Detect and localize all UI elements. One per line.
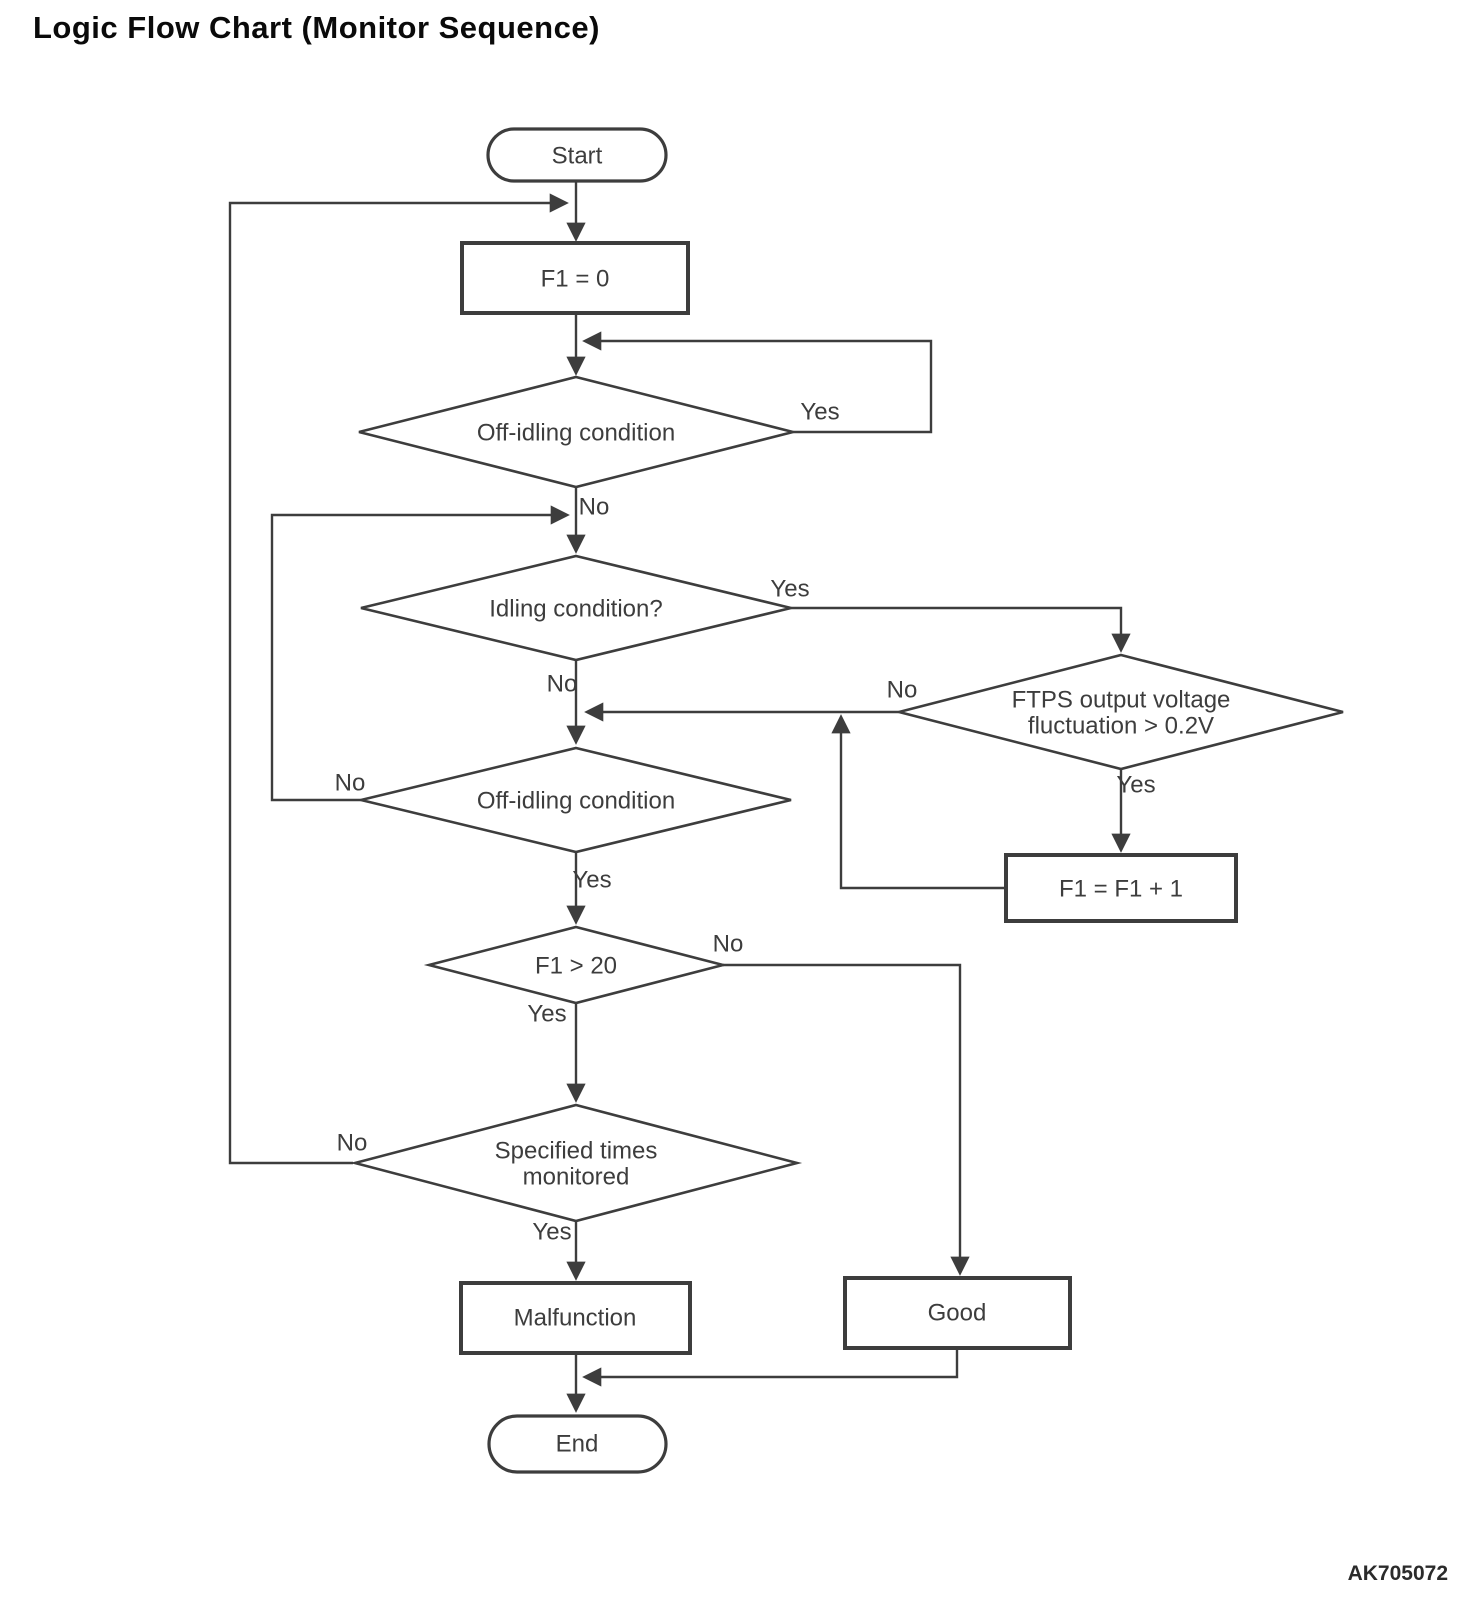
- idling-label: Idling condition?: [489, 596, 662, 623]
- page-title: Logic Flow Chart (Monitor Sequence): [33, 10, 600, 45]
- edge-labels: Yes No Yes No No Yes No Yes No Yes No Ye…: [335, 399, 1156, 1246]
- edge-offidling1-yes-loop: [582, 331, 933, 434]
- specified-times-decision-shape: [349, 1103, 803, 1223]
- edge-label-offidling2-yes: Yes: [572, 867, 611, 894]
- edge-label-specified-yes: Yes: [532, 1219, 571, 1246]
- figure-code: AK705072: [1347, 1562, 1448, 1585]
- edge-label-offidling1-yes: Yes: [800, 399, 839, 426]
- flow-connectors: [228, 181, 1131, 1413]
- edge-label-specified-no: No: [337, 1130, 368, 1157]
- off-idling-1-decision-shape: [358, 375, 794, 489]
- edge-idling-yes: [791, 606, 1131, 653]
- node-off-idling-check-2: Off-idling condition: [360, 746, 792, 854]
- edge-label-offidling2-no: No: [335, 770, 366, 797]
- good-process-shape: [843, 1276, 1072, 1350]
- ftps-decision-shape: [898, 653, 1344, 771]
- good-label: Good: [928, 1300, 987, 1327]
- edge-good-to-end: [582, 1348, 959, 1387]
- edge-label-ftps-no: No: [887, 677, 918, 704]
- edge-label-ftps-yes: Yes: [1116, 772, 1155, 799]
- f1-threshold-label: F1 > 20: [535, 953, 617, 980]
- node-init-f1: F1 = 0: [460, 241, 690, 315]
- start-label: Start: [552, 143, 603, 170]
- end-terminator-shape: [487, 1414, 668, 1474]
- init-f1-label: F1 = 0: [541, 266, 610, 293]
- malfunction-process-shape: [459, 1281, 692, 1355]
- node-ftps-check: FTPS output voltage fluctuation > 0.2V: [898, 653, 1344, 771]
- edge-specified-no-loop: [228, 193, 569, 1165]
- specified-times-label-line1: Specified times: [495, 1138, 658, 1165]
- off-idling-2-label: Off-idling condition: [477, 788, 675, 815]
- edge-increment-return: [831, 714, 1006, 890]
- edge-label-idling-yes: Yes: [770, 576, 809, 603]
- edge-label-offidling1-no: No: [579, 494, 610, 521]
- edge-threshold-no: [723, 963, 970, 1276]
- increment-f1-process-shape: [1004, 853, 1238, 923]
- edge-label-threshold-no: No: [713, 931, 744, 958]
- malfunction-label: Malfunction: [514, 1305, 637, 1332]
- specified-times-label-line2: monitored: [523, 1164, 630, 1191]
- node-start: Start: [486, 127, 668, 183]
- node-good: Good: [843, 1276, 1072, 1350]
- edge-offidling2-no-loop: [270, 505, 570, 802]
- node-increment-f1: F1 = F1 + 1: [1004, 853, 1238, 923]
- ftps-label-line2: fluctuation > 0.2V: [1028, 713, 1214, 740]
- increment-f1-label: F1 = F1 + 1: [1059, 876, 1183, 903]
- node-malfunction: Malfunction: [459, 1281, 692, 1355]
- node-off-idling-check-1: Off-idling condition: [358, 375, 794, 489]
- idling-decision-shape: [360, 554, 792, 662]
- node-idling-check: Idling condition?: [360, 554, 792, 662]
- edge-label-threshold-yes: Yes: [527, 1001, 566, 1028]
- node-end: End: [487, 1414, 668, 1474]
- init-f1-process-shape: [460, 241, 690, 315]
- node-f1-threshold-check: F1 > 20: [423, 925, 729, 1005]
- off-idling-2-decision-shape: [360, 746, 792, 854]
- edge-label-idling-no: No: [547, 671, 578, 698]
- off-idling-1-label: Off-idling condition: [477, 420, 675, 447]
- node-specified-times-check: Specified times monitored: [349, 1103, 803, 1223]
- ftps-label-line1: FTPS output voltage: [1012, 687, 1231, 714]
- end-label: End: [556, 1431, 599, 1458]
- start-terminator-shape: [486, 127, 668, 183]
- f1-threshold-decision-shape: [423, 925, 729, 1005]
